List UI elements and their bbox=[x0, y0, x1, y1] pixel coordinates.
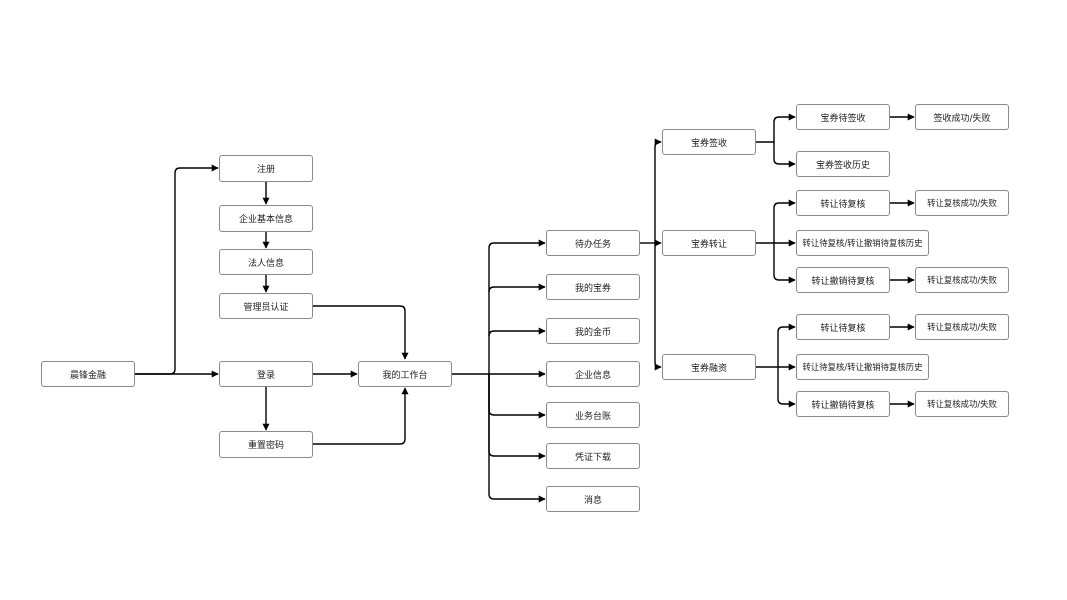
node-transfer-history: 转让待复核/转让撤销待复核历史 bbox=[796, 230, 929, 256]
node-voucher-download: 凭证下载 bbox=[546, 443, 640, 469]
node-transfer-revoke-pending: 转让撤销待复核 bbox=[796, 267, 890, 293]
edge-reset-workbench bbox=[313, 387, 409, 445]
node-todo: 待办任务 bbox=[546, 230, 640, 256]
node-finance-history: 转让待复核/转让撤销待复核历史 bbox=[796, 354, 929, 380]
node-register: 注册 bbox=[219, 155, 313, 182]
edge-transfer-revoke bbox=[773, 243, 796, 284]
node-my-coupons: 我的宝券 bbox=[546, 274, 640, 300]
node-ledger: 业务台账 bbox=[546, 402, 640, 428]
node-reset-password: 重置密码 bbox=[219, 431, 313, 458]
node-sign-history: 宝券签收历史 bbox=[796, 151, 890, 177]
node-brand: 晨锋金融 bbox=[41, 361, 135, 387]
node-company-info: 企业基本信息 bbox=[219, 205, 313, 232]
node-coupon-finance: 宝券融资 bbox=[662, 354, 756, 380]
edge-todo-finance bbox=[654, 243, 662, 371]
edge-finance-review bbox=[777, 323, 796, 367]
node-coupon-sign: 宝券签收 bbox=[662, 129, 756, 155]
edge-workbench-todo bbox=[488, 239, 546, 374]
node-sign-result: 签收成功/失败 bbox=[915, 104, 1009, 130]
edge-sign-pending bbox=[773, 113, 796, 142]
node-finance-review-result: 转让复核成功/失败 bbox=[915, 314, 1009, 340]
node-my-coins: 我的金币 bbox=[546, 318, 640, 344]
edge-brand-register bbox=[135, 164, 219, 375]
edge-workbench-messages bbox=[488, 374, 546, 503]
node-login: 登录 bbox=[219, 361, 313, 387]
edge-transfer-review bbox=[773, 199, 796, 243]
node-finance-review-pending: 转让待复核 bbox=[796, 314, 890, 340]
edge-workbench-ledger bbox=[488, 374, 546, 419]
edge-sign-history bbox=[773, 142, 796, 168]
node-legal-person: 法人信息 bbox=[219, 249, 313, 275]
edge-workbench-coins bbox=[488, 327, 546, 337]
node-workbench: 我的工作台 bbox=[358, 361, 452, 387]
edge-admin-workbench bbox=[313, 305, 409, 360]
node-enterprise-info: 企业信息 bbox=[546, 361, 640, 387]
node-messages: 消息 bbox=[546, 486, 640, 512]
edge-todo-sign bbox=[654, 138, 662, 243]
node-transfer-revoke-result: 转让复核成功/失败 bbox=[915, 267, 1009, 293]
node-sign-pending: 宝券待签收 bbox=[796, 104, 890, 130]
edge-workbench-coupons bbox=[488, 283, 546, 293]
node-coupon-transfer: 宝券转让 bbox=[662, 230, 756, 256]
node-admin-cert: 管理员认证 bbox=[219, 293, 313, 319]
node-finance-revoke-result: 转让复核成功/失败 bbox=[915, 391, 1009, 417]
node-transfer-review-pending: 转让待复核 bbox=[796, 190, 890, 216]
node-transfer-review-result: 转让复核成功/失败 bbox=[915, 190, 1009, 216]
edge-finance-revoke bbox=[777, 367, 796, 408]
node-finance-revoke-pending: 转让撤销待复核 bbox=[796, 391, 890, 417]
